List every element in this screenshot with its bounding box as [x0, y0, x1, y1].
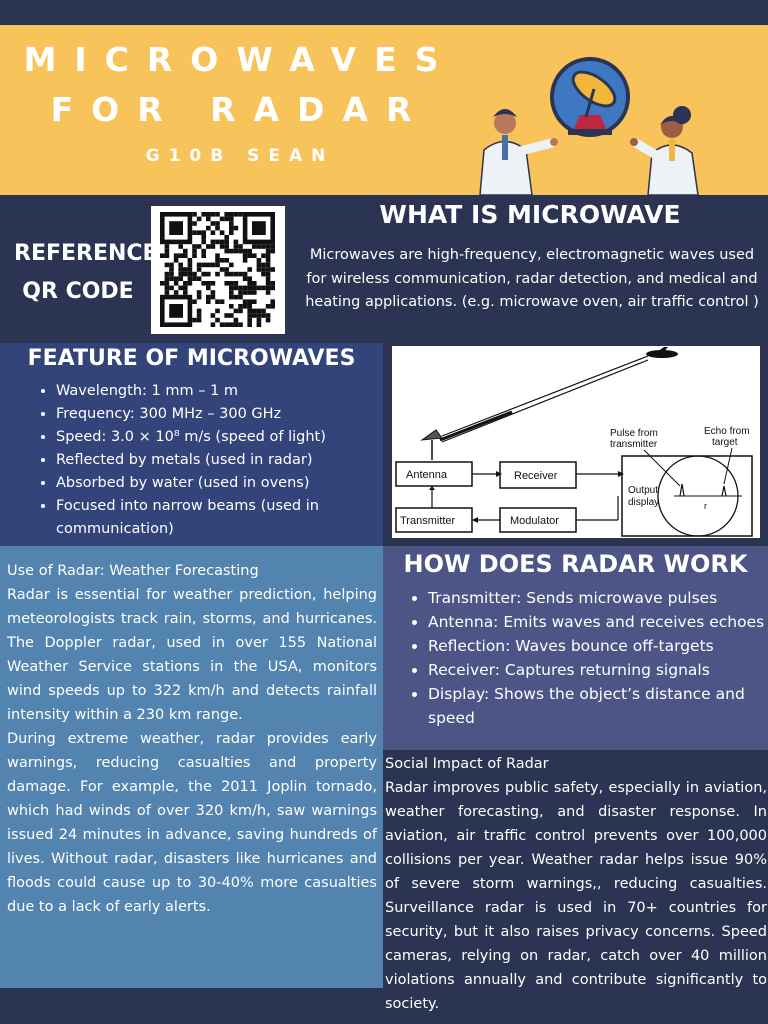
- weather-section: Use of Radar: Weather Forecasting Radar …: [7, 559, 377, 919]
- feature-item: Frequency: 300 MHz – 300 GHz: [56, 403, 378, 426]
- features-list: Wavelength: 1 mm – 1 m Frequency: 300 MH…: [38, 380, 378, 541]
- echo-label-1: Echo from: [704, 426, 750, 437]
- feature-item: Reflected by metals (used in radar): [56, 449, 378, 472]
- feature-item: Absorbed by water (used in ovens): [56, 472, 378, 495]
- how-radar-panel: [383, 546, 768, 750]
- output-display-label-1: Output: [628, 485, 658, 496]
- how-radar-item: Reflection: Waves bounce off-targets: [428, 634, 765, 658]
- features-panel: [0, 343, 383, 546]
- transmitter-box-label: Transmitter: [400, 515, 456, 527]
- social-section: Social Impact of Radar Radar improves pu…: [385, 752, 767, 1016]
- scientist-illustration: [479, 57, 699, 195]
- modulator-box-label: Modulator: [510, 515, 559, 527]
- reference-label-line1: REFERENCE: [14, 241, 158, 266]
- how-radar-item: Antenna: Emits waves and receives echoes: [428, 610, 765, 634]
- social-heading: Social Impact of Radar: [385, 756, 549, 772]
- top-band: [0, 0, 768, 25]
- how-radar-list: Transmitter: Sends microwave pulses Ante…: [410, 586, 765, 730]
- pulse-label-2: transmitter: [610, 439, 658, 450]
- female-scientist: [630, 106, 699, 195]
- how-radar-item: Receiver: Captures returning signals: [428, 658, 765, 682]
- social-panel: [383, 750, 768, 988]
- radar-dish-icon: [550, 57, 630, 137]
- title-line-2: FOR RADAR: [50, 90, 430, 129]
- how-radar-item: Display: Shows the object’s distance and…: [428, 682, 765, 730]
- features-title: FEATURE OF MICROWAVES: [27, 346, 356, 371]
- feature-item: Focused into narrow beams (used in commu…: [56, 495, 378, 541]
- output-display-label-2: display: [628, 497, 659, 508]
- qr-code[interactable]: [151, 206, 285, 334]
- what-is-text: Microwaves are high-frequency, electroma…: [305, 247, 759, 310]
- weather-heading: Use of Radar: Weather Forecasting: [7, 563, 259, 579]
- male-scientist: [479, 109, 558, 195]
- info-row: [0, 195, 768, 343]
- radar-diagram-svg: Antenna Receiver Transmitter Modulator O…: [395, 347, 753, 537]
- what-is-title: WHAT IS MICROWAVE: [379, 200, 681, 229]
- title-line-1: MICROWAVES: [23, 40, 457, 79]
- feature-item: Speed: 3.0 × 10⁸ m/s (speed of light): [56, 426, 378, 449]
- range-mark: r: [704, 501, 707, 511]
- radar-block-diagram: Antenna Receiver Transmitter Modulator O…: [392, 346, 760, 538]
- aircraft-icon: [646, 347, 678, 358]
- subtitle: G10B SEAN: [145, 146, 335, 166]
- output-display-box: [621, 455, 753, 537]
- qr-code-pattern: [160, 212, 275, 327]
- pulse-label-1: Pulse from: [610, 428, 658, 439]
- reference-label: REFERENCE QR CODE: [14, 235, 158, 311]
- how-radar-title: HOW DOES RADAR WORK: [403, 550, 748, 578]
- social-paragraph: Radar improves public safety, especially…: [385, 780, 767, 1012]
- receiver-box-label: Receiver: [514, 470, 558, 482]
- how-radar-item: Transmitter: Sends microwave pulses: [428, 586, 765, 610]
- weather-panel: [0, 546, 383, 988]
- header-banner: [0, 25, 768, 195]
- antenna-icon: [420, 429, 443, 460]
- reference-label-line2: QR CODE: [22, 279, 134, 304]
- feature-item: Wavelength: 1 mm – 1 m: [56, 380, 378, 403]
- echo-label-2: target: [712, 437, 738, 448]
- weather-paragraph-2: During extreme weather, radar provides e…: [7, 731, 377, 915]
- weather-paragraph-1: Radar is essential for weather predictio…: [7, 587, 377, 723]
- antenna-box-label: Antenna: [406, 469, 448, 481]
